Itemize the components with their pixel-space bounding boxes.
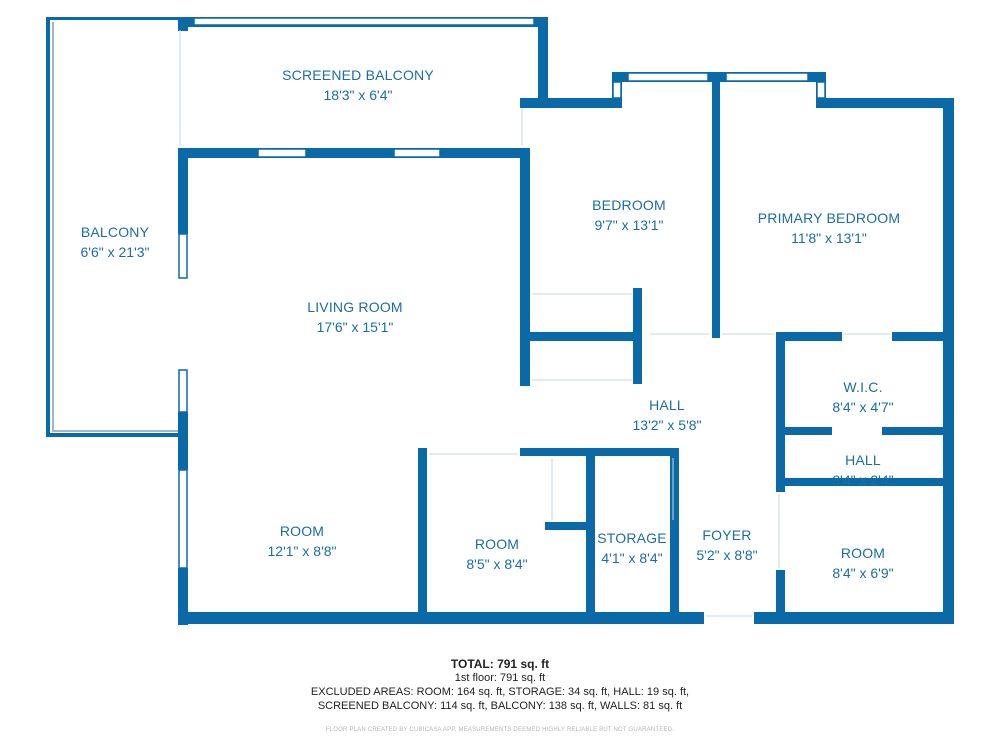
windows — [178, 17, 826, 569]
room-name: W.I.C. — [843, 379, 883, 395]
living-left-window-2 — [178, 369, 188, 413]
bedroom-top-wall — [520, 98, 622, 108]
storage-right-wall — [670, 448, 679, 624]
room-label-storage: STORAGE 4'1" x 8'4" — [597, 529, 667, 567]
screened-top-window — [193, 17, 535, 26]
balcony-bottom-edge — [46, 433, 184, 437]
balcony-outer-wall — [46, 17, 50, 437]
room-label-room-right: ROOM 8'4" x 6'9" — [832, 544, 893, 582]
walls — [46, 17, 954, 625]
living-top-window-1 — [257, 148, 307, 158]
excluded-areas-line-1: EXCLUDED AREAS: ROOM: 164 sq. ft, STORAG… — [310, 686, 690, 698]
room-dimensions: 17'6" x 15'1" — [316, 319, 394, 335]
bedroom-left-wall — [520, 148, 530, 386]
living-left-wall-mid — [178, 412, 188, 470]
room-name: FOYER — [702, 527, 752, 543]
right-wall — [943, 98, 954, 624]
hall2-bottom-wall — [776, 478, 952, 486]
room-name: BALCONY — [80, 224, 150, 240]
room-dimensions: 8'4" x 2'4" — [832, 472, 894, 488]
room-name: ROOM — [279, 523, 325, 539]
room-nook-wall — [545, 522, 593, 530]
right-column-left-wall — [776, 332, 785, 492]
room-label-living-room: LIVING ROOM 17'6" x 15'1" — [307, 298, 403, 336]
room-dimensions: 8'5" x 8'4" — [466, 556, 528, 572]
room-label-hall-small: HALL 8'4" x 2'4" — [832, 451, 893, 489]
room-dimensions: 8'4" x 6'9" — [832, 565, 894, 581]
bottom-wall-right — [754, 612, 954, 624]
room-dimensions: 8'4" x 4'7" — [832, 399, 894, 415]
living-left-wall-lower — [178, 568, 188, 625]
room-label-primary-bedroom: PRIMARY BEDROOM 11'8" x 13'1" — [758, 209, 901, 247]
room-name: STORAGE — [597, 530, 667, 546]
room-label-hall: HALL 13'2" x 5'8" — [633, 396, 702, 434]
area-summary: TOTAL: 791 sq. ft 1st floor: 791 sq. ft … — [0, 657, 1000, 713]
room-dimensions: 9'7" x 13'1" — [594, 217, 664, 233]
room-name: PRIMARY BEDROOM — [757, 210, 901, 226]
room-dimensions: 11'8" x 13'1" — [791, 230, 867, 246]
primary-top-wall — [816, 98, 954, 108]
room-label-bedroom: BEDROOM 9'7" x 13'1" — [592, 196, 666, 234]
room-dimensions: 13'2" x 5'8" — [632, 417, 702, 433]
room-label-wic: W.I.C. 8'4" x 4'7" — [832, 378, 893, 416]
room-dimensions: 4'1" x 8'4" — [601, 550, 663, 566]
bedroom-step-window — [612, 81, 622, 99]
room-name: BEDROOM — [592, 197, 666, 213]
living-top-wall — [178, 148, 530, 158]
room-name: ROOM — [474, 536, 520, 552]
room-dimensions: 5'2" x 8'8" — [696, 547, 758, 563]
room-left-wall — [418, 448, 427, 624]
balcony-top-edge — [46, 17, 184, 20]
living-left-window-1 — [178, 233, 188, 279]
screened-balcony-right-wall — [538, 17, 548, 102]
room-dimensions: 12'1" x 8'8" — [267, 543, 337, 559]
room-name: LIVING ROOM — [307, 299, 403, 315]
room-dimensions: 6'6" x 21'3" — [80, 244, 150, 260]
storage-left-wall — [586, 448, 595, 624]
room-label-room-middle: ROOM 8'5" x 8'4" — [466, 535, 527, 573]
bottom-wall-left — [178, 612, 704, 624]
bedroom-top-window — [627, 72, 709, 82]
primary-bottom-wall-a — [776, 332, 842, 341]
living-top-window-2 — [393, 148, 441, 158]
bedroom-primary-divider — [712, 72, 720, 338]
room-label-balcony: BALCONY 6'6" x 21'3" — [81, 223, 150, 261]
room-name: HALL — [649, 397, 685, 413]
room-name: SCREENED BALCONY — [282, 67, 434, 83]
total-area: TOTAL: 791 sq. ft — [450, 657, 550, 671]
disclaimer: FLOOR PLAN CREATED BY CUBICASA APP. MEAS… — [325, 727, 675, 733]
balcony-inner-bottom — [52, 430, 182, 432]
living-left-wall-upper — [178, 148, 188, 234]
room-label-room-left: ROOM 12'1" x 8'8" — [268, 522, 337, 560]
floor-area: 1st floor: 791 sq. ft — [454, 672, 546, 684]
balcony-inner-wall — [52, 22, 54, 432]
room-left-window — [178, 469, 188, 569]
wic-bottom-wall-b — [882, 427, 952, 435]
openings — [179, 30, 890, 617]
room-label-screened-balcony: SCREENED BALCONY 18'3" x 6'4" — [282, 66, 434, 104]
lower-top-wall — [520, 448, 678, 456]
closet-shelf — [530, 332, 642, 341]
excluded-areas-line-2: SCREENED BALCONY: 114 sq. ft, BALCONY: 1… — [317, 700, 683, 712]
room-label-foyer: FOYER 5'2" x 8'8" — [696, 526, 757, 564]
wic-bottom-wall-a — [776, 427, 832, 435]
primary-step-window — [816, 81, 826, 99]
room-dimensions: 18'3" x 6'4" — [323, 87, 393, 103]
room-name: HALL — [845, 452, 881, 468]
room-name: ROOM — [840, 545, 886, 561]
right-column-left-wall-low — [776, 570, 785, 624]
screened-balcony-left-post — [178, 17, 188, 31]
primary-bottom-wall-b — [892, 332, 952, 341]
primary-top-window — [725, 72, 809, 82]
